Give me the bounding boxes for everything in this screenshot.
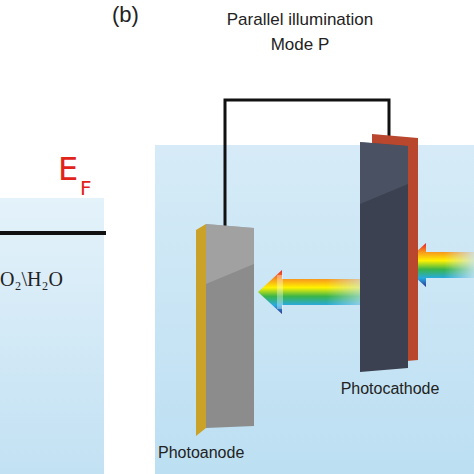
electrode-shape [158, 224, 270, 440]
fermi-level-line [0, 231, 106, 235]
energy-subscript: F [80, 176, 92, 200]
electrode-label: Photocathode [341, 380, 440, 398]
electrode-shape [340, 134, 440, 376]
photocathode-plate: Photocathode [340, 134, 441, 398]
electrode-label: Photoanode [158, 444, 244, 462]
light-arrow [277, 275, 283, 309]
electrode-edge [196, 224, 206, 436]
electrode-face [206, 224, 254, 428]
electrode-face [360, 142, 408, 372]
panel-letter: (b) [112, 2, 139, 28]
electrode-sheen [360, 142, 408, 204]
mode-title: Parallel illumination [227, 10, 373, 30]
light-arrow [258, 270, 372, 314]
mode-name: Mode P [271, 35, 330, 55]
energy-symbol: E [58, 150, 78, 188]
electrode-sheen [206, 224, 254, 284]
electrolyte [155, 145, 474, 474]
redox-couple: O₂\H₂O [0, 268, 63, 291]
photoanode-plate: Photoanode [158, 224, 270, 462]
electrolyte-left [0, 198, 104, 474]
